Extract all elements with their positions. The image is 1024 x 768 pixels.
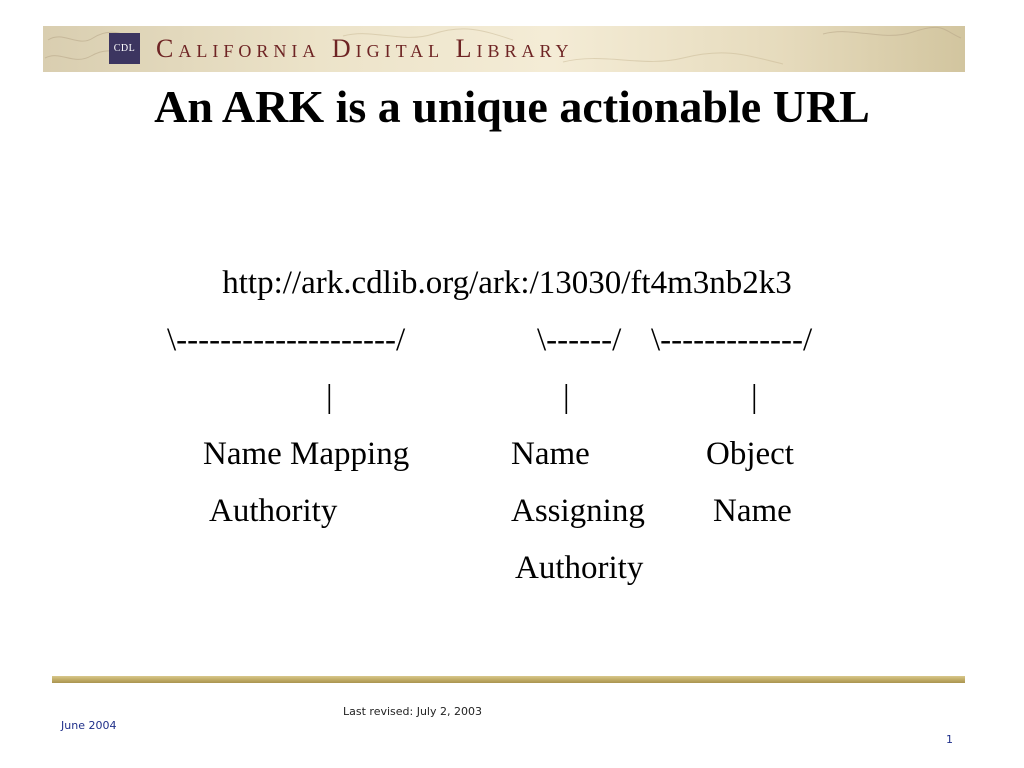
label-name: Name (511, 436, 590, 472)
pipe-naan: | (563, 379, 570, 415)
label-assigning-authority: Authority (515, 550, 644, 586)
footer-rule (52, 676, 965, 683)
pipe-name-mapping: | (326, 379, 333, 415)
cdl-logo: CDL (109, 33, 140, 64)
last-revised: Last revised: July 2, 2003 (343, 705, 482, 718)
ark-url: http://ark.cdlib.org/ark:/13030/ft4m3nb2… (222, 265, 792, 301)
bracket-name-mapping: \--------------------/ (167, 322, 406, 358)
bracket-object-name: \-------------/ (651, 322, 813, 358)
page-number: 1 (946, 733, 953, 746)
label-authority: Authority (209, 493, 338, 529)
label-name-mapping: Name Mapping (203, 436, 410, 472)
header-banner: CDL California Digital Library (43, 26, 965, 72)
label-object-name: Name (713, 493, 792, 529)
pipe-object-name: | (751, 379, 758, 415)
bracket-naan: \------/ (537, 322, 622, 358)
label-object: Object (706, 436, 794, 472)
banner-title: California Digital Library (156, 34, 574, 63)
slide-title: An ARK is a unique actionable URL (154, 81, 870, 132)
footer-date: June 2004 (61, 719, 117, 732)
label-assigning: Assigning (511, 493, 645, 529)
